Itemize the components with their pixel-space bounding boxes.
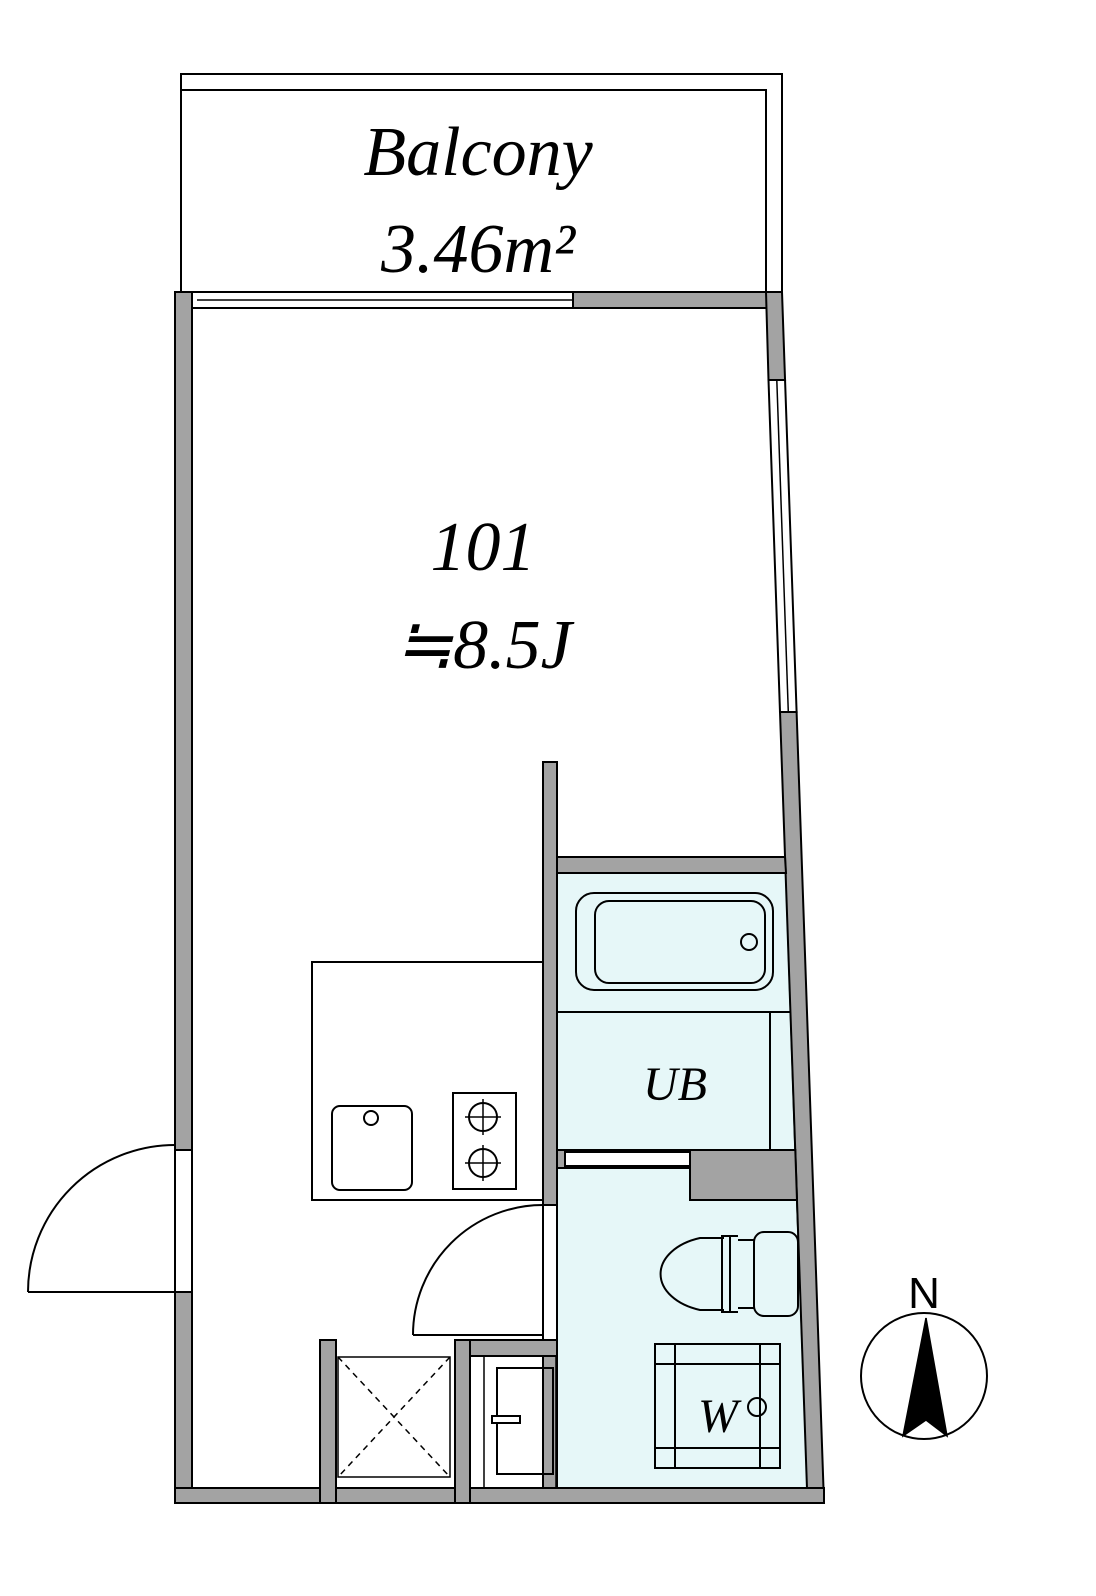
- top-wall: [572, 291, 783, 309]
- bath-toilet-wall-left: [556, 1149, 566, 1169]
- bathtub-drain: [740, 933, 758, 951]
- wash-room-door-swing: [412, 1204, 544, 1336]
- toilet-wash-area: [556, 1167, 809, 1489]
- unit-bath: UB: [557, 892, 791, 1150]
- stove: [452, 1092, 517, 1190]
- compass-circle: [860, 1312, 988, 1440]
- right-wall-upper: [764, 291, 787, 381]
- bath-top-wall: [556, 856, 788, 874]
- shoe-closet: [337, 1356, 451, 1478]
- balcony-inner-rail: [181, 89, 767, 292]
- pillar: [689, 1149, 799, 1201]
- bottom-wall: [174, 1487, 825, 1504]
- balcony: Balcony 3.46m²: [180, 73, 783, 292]
- burner-bottom: [465, 1145, 501, 1181]
- washer-drain: [747, 1397, 767, 1417]
- wash-room-door: [412, 1204, 558, 1341]
- unit-bath-label: UB: [643, 1058, 707, 1111]
- entrance-door-swing: [27, 1144, 176, 1293]
- burner-top: [465, 1099, 501, 1135]
- kitchen-counter: [311, 961, 544, 1201]
- sink-drain: [363, 1110, 379, 1126]
- entrance-door-frame: [174, 1149, 193, 1293]
- cabinet-handle: [491, 1415, 521, 1424]
- north-label: N: [908, 1269, 940, 1318]
- interior-walls: [319, 761, 799, 1504]
- bathtub: [575, 892, 774, 991]
- toilet-bowl: [659, 1237, 724, 1311]
- top-window: [191, 291, 574, 309]
- bath-door-sill: [564, 1151, 691, 1167]
- north-arrow-icon: [901, 1317, 927, 1438]
- left-wall-upper: [174, 291, 193, 1151]
- washing-machine: W: [654, 1343, 781, 1469]
- room-number: 101: [431, 509, 536, 586]
- compass: N: [860, 1269, 988, 1440]
- sink: [331, 1105, 413, 1191]
- toilet: [659, 1231, 799, 1317]
- storage-cabinet: [483, 1356, 557, 1488]
- partition-wall: [542, 761, 558, 1206]
- bathtub-inner: [594, 900, 766, 984]
- left-wall-lower: [174, 1291, 193, 1504]
- wash-room-door-frame: [542, 1204, 558, 1341]
- entrance-door: [27, 1144, 193, 1293]
- right-window: [767, 379, 798, 713]
- washer-label: W: [698, 1390, 742, 1443]
- balcony-label: Balcony: [363, 114, 593, 191]
- room-size: ≒8.5J: [394, 607, 574, 684]
- balcony-area: 3.46m²: [380, 211, 576, 288]
- partition-wall-lower: [542, 1339, 558, 1489]
- closet-left-wall: [319, 1339, 337, 1504]
- closet-right-wall: [454, 1339, 471, 1504]
- balcony-outer-rail: [180, 73, 783, 292]
- toilet-tank: [753, 1231, 799, 1317]
